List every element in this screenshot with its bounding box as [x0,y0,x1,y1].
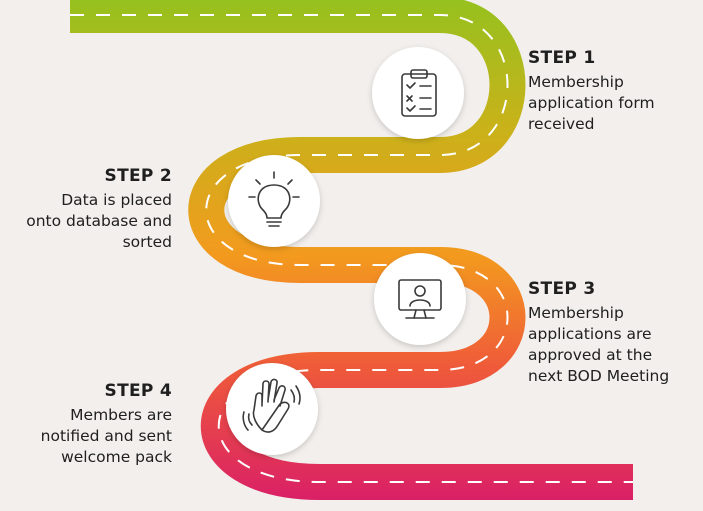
step4-block: STEP 4 Members are notified and sent wel… [0,381,172,468]
step1-line: received [528,115,595,133]
step2-line: Data is placed [61,191,172,209]
step1-line: Membership [528,73,624,91]
waving-hand-icon [242,378,301,433]
step1-block: STEP 1 Membership application form recei… [528,48,698,135]
step1-icon-circle [372,47,464,139]
step3-line: applications are [528,325,652,343]
step3-block: STEP 3 Membership applications are appro… [528,279,700,387]
step3-icon-circle [374,253,466,345]
step3-line: Membership [528,304,624,322]
step1-text: Membership application form received [528,72,698,135]
step4-title: STEP 4 [104,381,172,401]
step4-text: Members are notified and sent welcome pa… [0,405,172,468]
step1-title: STEP 1 [528,48,596,68]
step3-title: STEP 3 [528,279,596,299]
step2-icon-circle [228,155,320,247]
step2-title: STEP 2 [104,166,172,186]
step2-text: Data is placed onto database and sorted [0,190,172,253]
step3-line: next BOD Meeting [528,367,670,385]
step2-line: sorted [122,233,172,251]
step3-text: Membership applications are approved at … [528,303,700,387]
step4-line: welcome pack [61,448,172,466]
video-call-monitor-icon [398,279,442,319]
step4-line: Members are [70,406,172,424]
step3-line: approved at the [528,346,653,364]
step1-line: application form [528,94,655,112]
step2-line: onto database and [26,212,172,230]
step4-line: notified and sent [40,427,172,445]
clipboard-checklist-icon [401,69,437,117]
road-path [70,0,633,500]
step4-icon-circle [226,363,318,455]
step2-block: STEP 2 Data is placed onto database and … [0,166,172,253]
lightbulb-icon [248,171,300,227]
